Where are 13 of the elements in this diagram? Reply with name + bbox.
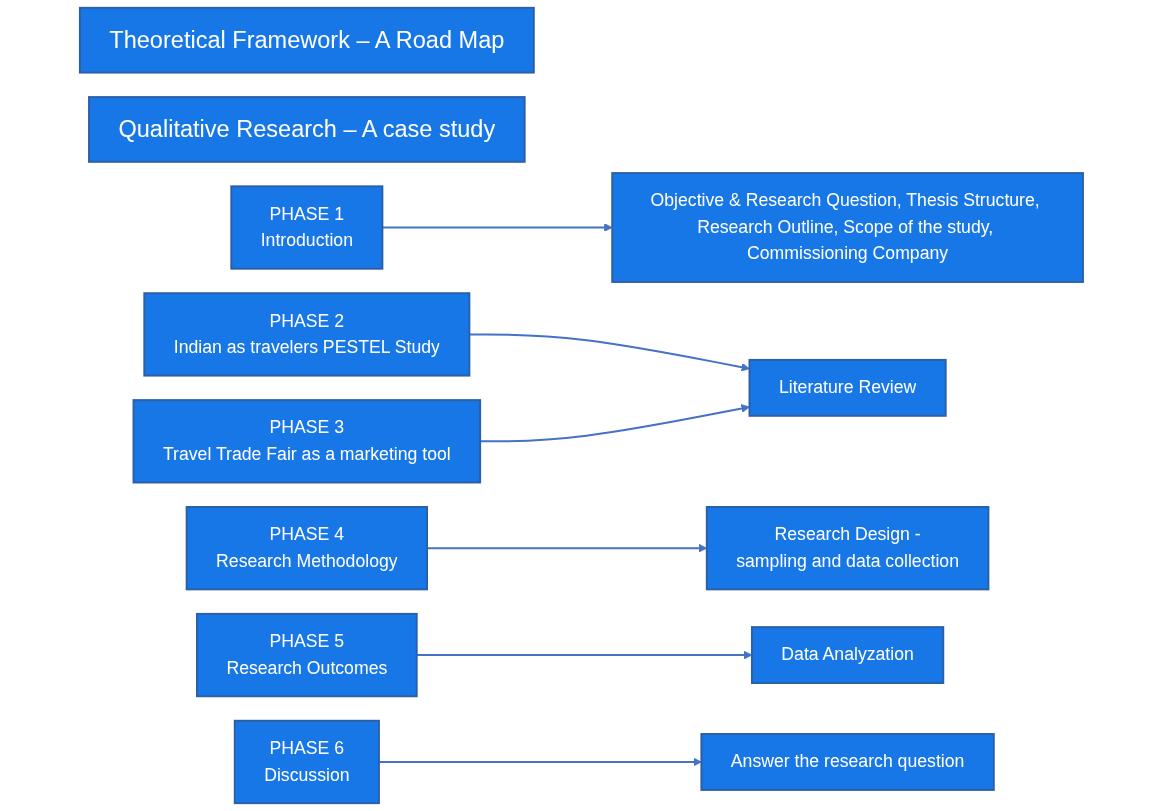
node-box: PHASE 4 Research Methodology <box>185 506 428 591</box>
node-box: Objective & Research Question, Thesis Structure, Research Outline, Scope of the study, Commissioning Company <box>610 172 1084 283</box>
node-box: Data Analyzation <box>750 626 944 684</box>
node-box: PHASE 3 Travel Trade Fair as a marketing tool <box>132 399 481 484</box>
node-box: Theoretical Framework – A Road Map <box>78 6 535 74</box>
node-box: Qualitative Research – A case study <box>87 96 526 163</box>
node-box: PHASE 5 Research Outcomes <box>195 612 418 698</box>
node-box: Research Design - sampling and data collection <box>705 506 989 591</box>
node-box: PHASE 6 Discussion <box>233 719 380 805</box>
node-box: PHASE 1 Introduction <box>229 185 383 270</box>
node-box: Answer the research question <box>700 733 995 791</box>
node-box: Literature Review <box>748 358 947 417</box>
node-box: PHASE 2 Indian as travelers PESTEL Study <box>142 292 470 377</box>
